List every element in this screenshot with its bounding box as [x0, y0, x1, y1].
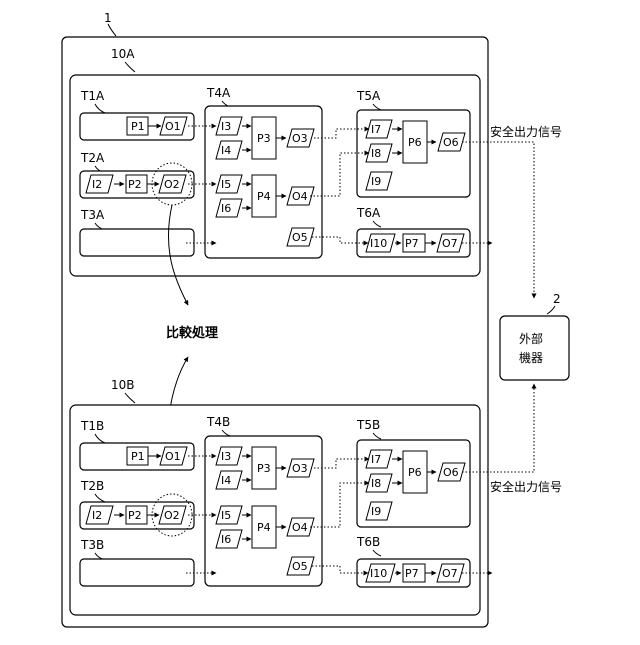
unit-a-label: 10A [111, 47, 135, 61]
cell-label: P1 [131, 450, 145, 463]
task-label: T6B [356, 535, 380, 549]
task-label: T5B [356, 418, 380, 432]
cell-label: I2 [92, 178, 102, 191]
cell-label: I5 [221, 509, 231, 522]
task-t4a: T4A I3 I4 P3 O3 I5 I6 P4 O4 O5 [205, 86, 322, 258]
cell-label: I10 [370, 567, 387, 580]
safety-signal-a-label: 安全出力信号 [490, 124, 562, 139]
cell-label: O5 [292, 231, 308, 244]
task-label: T1B [80, 419, 104, 433]
task-label: T5A [356, 89, 381, 103]
cell-label: I3 [221, 450, 231, 463]
task-frame [80, 559, 194, 586]
cell-label: I9 [371, 505, 381, 518]
cell-label: O6 [443, 466, 459, 479]
cell-label: P1 [131, 120, 145, 133]
cell-label: I5 [221, 178, 231, 191]
cell-label: P7 [405, 567, 419, 580]
cell-label: P3 [257, 462, 271, 475]
cell-label: O7 [442, 567, 458, 580]
cell-label: P7 [405, 237, 419, 250]
system-ref-leader [108, 24, 116, 36]
system-ref-label: 1 [104, 11, 112, 25]
external-device [500, 316, 569, 380]
cell-label: I7 [371, 453, 381, 466]
cell-label: I4 [221, 474, 231, 487]
unit-b-label: 10B [111, 378, 135, 392]
cell-label: P3 [257, 132, 271, 145]
cell-label: I8 [371, 147, 381, 160]
task-label: T2B [80, 479, 104, 493]
cell-label: P4 [257, 190, 271, 203]
cell-label: I2 [92, 509, 102, 522]
cell-label: P4 [257, 521, 271, 534]
compare-label: 比較処理 [166, 325, 218, 341]
safety-signal-b-label: 安全出力信号 [490, 479, 562, 494]
cell-label: I4 [221, 144, 231, 157]
cell-label: I10 [370, 237, 387, 250]
task-label: T6A [356, 206, 381, 220]
cell-label: O2 [164, 178, 180, 191]
cell-label: P2 [128, 178, 142, 191]
cell-label: O7 [442, 237, 458, 250]
external-line2: 機器 [519, 350, 543, 365]
cell-label: P2 [128, 509, 142, 522]
task-label: T1A [80, 89, 105, 103]
cell-label: P6 [408, 466, 422, 479]
cell-label: I9 [371, 175, 381, 188]
cell-label: O4 [292, 190, 308, 203]
task-label: T2A [80, 151, 105, 165]
task-label: T3A [80, 208, 105, 222]
cell-label: O3 [292, 462, 308, 475]
task-frame [80, 229, 194, 256]
cell-label: O1 [165, 450, 181, 463]
cell-label: O1 [165, 120, 181, 133]
task-label: T4B [206, 415, 230, 429]
task-label: T4A [206, 86, 231, 100]
cell-label: I6 [221, 533, 231, 546]
external-ref-label: 2 [553, 292, 561, 306]
cell-label: O2 [164, 509, 180, 522]
cell-label: P6 [408, 136, 422, 149]
cell-label: I8 [371, 477, 381, 490]
task-label: T3B [80, 538, 104, 552]
external-ref-leader [547, 306, 555, 314]
cell-label: O5 [292, 560, 308, 573]
external-line1: 外部 [519, 331, 543, 346]
cell-label: I6 [221, 202, 231, 215]
cell-label: I7 [371, 123, 381, 136]
cell-label: I3 [221, 120, 231, 133]
cell-label: O6 [443, 136, 459, 149]
cell-label: O3 [292, 132, 308, 145]
cell-label: O4 [292, 521, 308, 534]
task-t4b: T4B I3 I4 P3 O3 I5 I6 P4 O4 O5 [205, 415, 322, 586]
